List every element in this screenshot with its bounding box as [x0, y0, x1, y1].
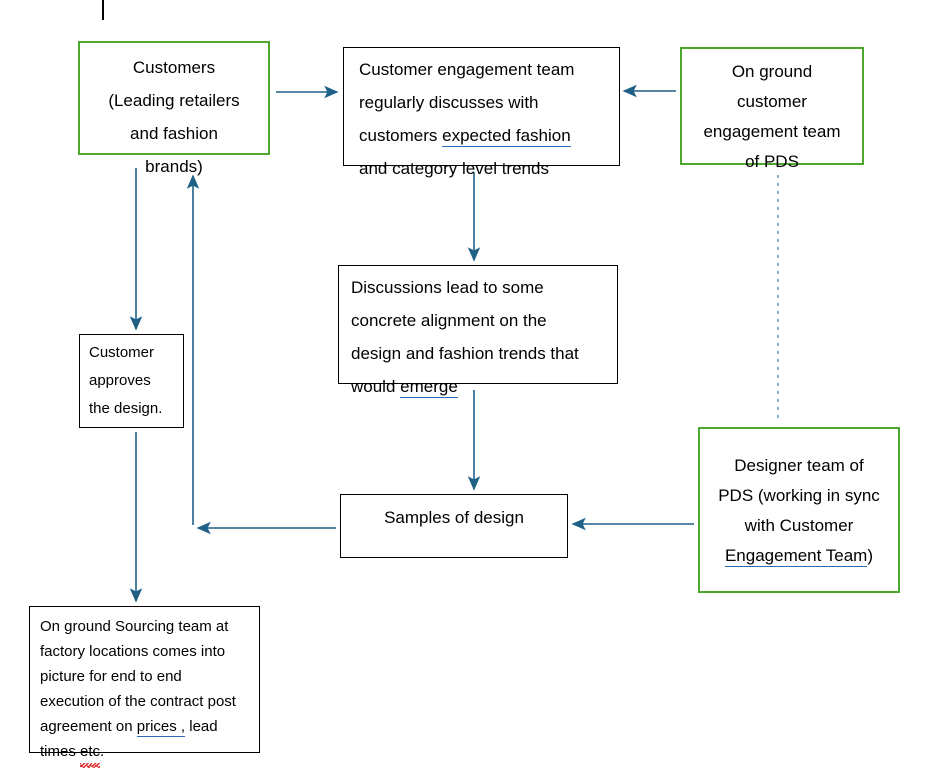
engagement-line-4: and category level trends — [359, 159, 549, 178]
grammar-marked-engagement-team: Engagement Team — [724, 546, 868, 567]
discussions-line-2: concrete alignment on the — [351, 311, 547, 330]
node-discussions-alignment[interactable]: Discussions lead to some concrete alignm… — [338, 265, 618, 398]
node-customers[interactable]: Customers (Leading retailers and fashion… — [78, 41, 270, 176]
sourcing-line-5: agreement on prices , lead — [40, 714, 259, 739]
engagement-line-2: regularly discusses with — [359, 93, 539, 112]
sourcing-line-5-suffix: lead — [185, 718, 218, 735]
sourcing-line-3: picture for end to end — [40, 668, 182, 685]
grammar-marked-expected-fashion: expected fashion — [442, 126, 571, 147]
engagement-line-1: Customer engagement team — [359, 60, 575, 79]
sourcing-line-1: On ground Sourcing team at — [40, 618, 229, 635]
engagement-line-3-prefix: customers — [359, 126, 443, 145]
designer-line-2: PDS (working in sync — [718, 486, 880, 505]
node-customer-engagement-team[interactable]: Customer engagement team regularly discu… — [343, 47, 620, 178]
sourcing-line-6-prefix: times — [40, 743, 81, 760]
sourcing-line-5-prefix: agreement on — [40, 718, 137, 735]
grammar-marked-emerge: emerge — [400, 377, 458, 398]
node-on-ground-customer-engagement-team[interactable]: On ground customer engagement team of PD… — [680, 47, 864, 171]
node-on-ground-sourcing-team[interactable]: On ground Sourcing team at factory locat… — [29, 606, 260, 768]
onground-line-1: On ground — [731, 62, 813, 81]
discussions-line-4: would emerge — [351, 370, 617, 403]
node-customer-approves-design[interactable]: Customer approves the design. — [79, 334, 184, 428]
approves-line-2: approves — [89, 372, 151, 389]
approves-line-3: the design. — [89, 400, 163, 417]
node-customers-line-2: (Leading retailers — [108, 91, 240, 110]
discussions-line-3: design and fashion trends that — [351, 344, 579, 363]
engagement-line-3: customers expected fashion — [359, 119, 619, 152]
node-customers-line-1: Customers — [132, 58, 216, 77]
onground-line-3: engagement team — [703, 122, 841, 141]
text-cursor-caret — [102, 0, 104, 20]
sourcing-line-4: execution of the contract post — [40, 693, 236, 710]
onground-line-4: of PDS — [745, 152, 799, 171]
discussions-line-4-prefix: would — [351, 377, 401, 396]
sourcing-line-6: times etc. — [40, 739, 259, 768]
red-squiggle-icon — [80, 764, 101, 768]
designer-line-4: Engagement Team) — [700, 541, 898, 571]
approves-line-1: Customer — [89, 344, 155, 361]
grammar-marked-prices: prices , — [136, 718, 186, 737]
designer-line-3: with Customer — [744, 516, 854, 535]
sourcing-line-6-suffix: . — [100, 743, 105, 760]
node-customers-line-3: and fashion — [130, 124, 218, 143]
node-customers-line-4: brands) — [145, 157, 203, 176]
designer-line-1: Designer team of — [734, 456, 864, 475]
node-designer-team-of-pds[interactable]: Designer team of PDS (working in sync wi… — [698, 427, 900, 593]
discussions-line-1: Discussions lead to some — [351, 278, 544, 297]
spelling-marked-etc-text: etc — [80, 743, 101, 760]
sourcing-line-2: factory locations comes into — [40, 643, 226, 660]
onground-line-2: customer — [737, 92, 807, 111]
designer-line-4-suffix: ) — [867, 546, 874, 565]
spelling-marked-etc: etc — [80, 739, 101, 768]
samples-label: Samples of design — [384, 508, 524, 527]
node-samples-of-design[interactable]: Samples of design — [340, 494, 568, 558]
